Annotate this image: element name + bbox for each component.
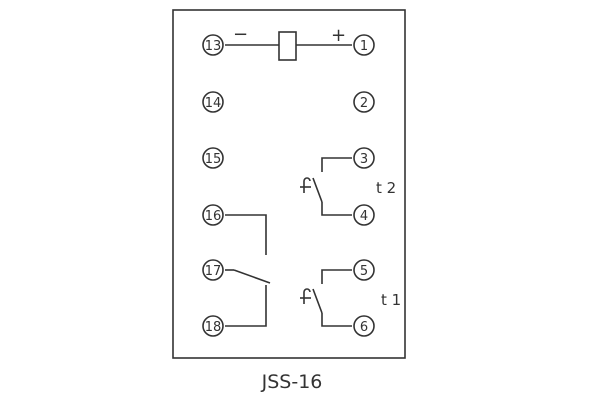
terminal-18: 18: [202, 315, 224, 337]
svg-text:4: 4: [360, 209, 368, 224]
contact-label-t2: t 2: [376, 179, 396, 197]
terminal-1: 1: [353, 34, 375, 56]
svg-text:2: 2: [360, 96, 368, 111]
terminal-4: 4: [353, 204, 375, 226]
svg-text:15: 15: [205, 152, 222, 167]
coil-symbol: [278, 31, 297, 61]
svg-text:16: 16: [205, 209, 222, 224]
svg-text:18: 18: [205, 320, 222, 335]
svg-text:17: 17: [205, 264, 222, 279]
svg-text:5: 5: [360, 264, 368, 279]
svg-text:3: 3: [360, 152, 368, 167]
delay-contact-t2: [300, 157, 352, 216]
terminal-5: 5: [353, 259, 375, 281]
svg-text:13: 13: [205, 39, 222, 54]
coil-plus-sign: +: [331, 25, 346, 46]
coil-minus-sign: −: [233, 24, 248, 45]
delay-contact-t1: [300, 269, 352, 327]
svg-text:1: 1: [360, 39, 368, 54]
instant-contact-16-17-18: [225, 214, 271, 327]
coil-assembly: − +: [225, 24, 352, 61]
terminal-17: 17: [202, 259, 224, 281]
terminal-3: 3: [353, 147, 375, 169]
contact-label-t1: t 1: [381, 291, 401, 309]
terminal-13: 13: [202, 34, 224, 56]
terminal-2: 2: [353, 91, 375, 113]
svg-text:14: 14: [205, 96, 222, 111]
terminal-15: 15: [202, 147, 224, 169]
terminal-14: 14: [202, 91, 224, 113]
terminal-6: 6: [353, 315, 375, 337]
svg-text:6: 6: [360, 320, 368, 335]
model-caption: JSS-16: [261, 371, 323, 393]
relay-frame: [172, 9, 406, 359]
terminal-16: 16: [202, 204, 224, 226]
